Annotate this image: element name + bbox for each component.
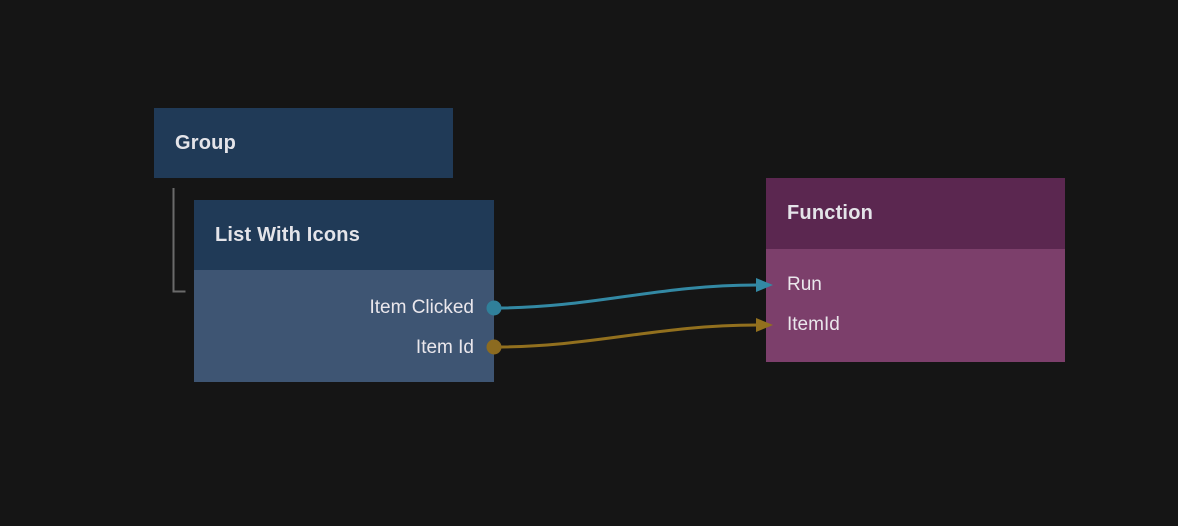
node-function-title: Function <box>787 202 874 224</box>
node-group-header[interactable]: Group <box>154 108 453 178</box>
node-function[interactable]: Function Run ItemId <box>766 178 1065 362</box>
node-list-with-icons[interactable]: List With Icons Item Clicked Item Id <box>194 200 494 382</box>
wire-item-clicked-to-run[interactable] <box>492 283 759 310</box>
input-row-run[interactable]: Run <box>766 265 1065 305</box>
node-function-header[interactable]: Function <box>766 178 1065 249</box>
node-group[interactable]: Group <box>154 108 453 178</box>
wire-item-id-to-itemid[interactable] <box>492 323 759 349</box>
input-label-run: Run <box>787 274 822 295</box>
output-label-item-clicked: Item Clicked <box>369 297 474 318</box>
node-function-body: Run ItemId <box>766 249 1065 362</box>
input-row-itemid[interactable]: ItemId <box>766 305 1065 345</box>
output-label-item-id: Item Id <box>415 337 474 358</box>
input-label-itemid: ItemId <box>787 314 840 335</box>
hierarchy-connector-line <box>172 188 186 293</box>
node-group-title: Group <box>175 131 236 154</box>
output-row-item-clicked[interactable]: Item Clicked <box>194 288 494 328</box>
output-row-item-id[interactable]: Item Id <box>194 328 494 368</box>
node-list-with-icons-title: List With Icons <box>215 223 361 246</box>
node-list-with-icons-header[interactable]: List With Icons <box>194 200 494 270</box>
node-list-with-icons-body: Item Clicked Item Id <box>194 270 494 382</box>
